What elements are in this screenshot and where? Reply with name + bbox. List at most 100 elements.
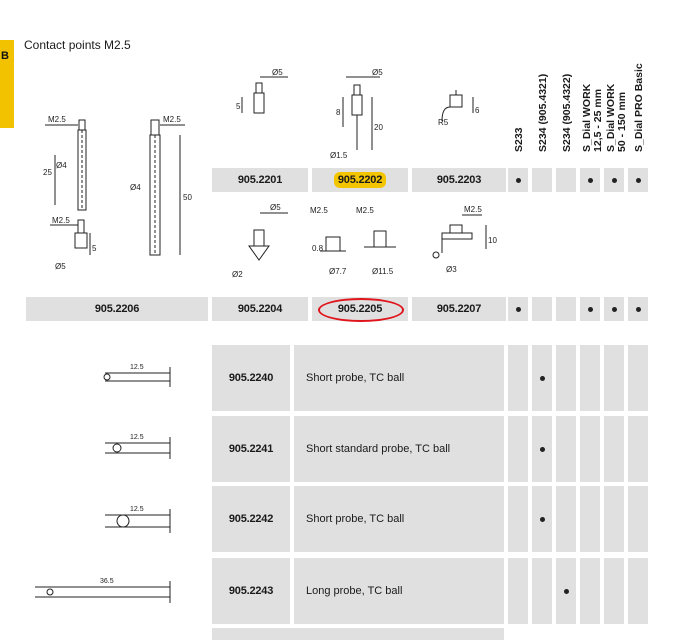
svg-text:Ø5: Ø5 [372, 68, 383, 77]
column-header: S233 [513, 62, 525, 152]
probe-code: 905.2243 [212, 558, 290, 624]
compat-cell [604, 486, 624, 552]
svg-text:50: 50 [183, 193, 192, 202]
compat-cell [532, 168, 552, 192]
compat-cell [580, 297, 600, 321]
compat-cell [556, 558, 576, 624]
technical-drawings-right: R5 6 M2.5 10 Ø3 [432, 90, 497, 274]
svg-text:Ø11.5: Ø11.5 [372, 267, 394, 276]
svg-text:Ø3: Ø3 [446, 265, 457, 274]
svg-text:M2.5: M2.5 [464, 205, 482, 214]
svg-text:M2.5: M2.5 [48, 115, 66, 124]
compat-cell [580, 558, 600, 624]
column-header-text: 50 - 150 mm [616, 91, 628, 152]
compat-cell [604, 345, 624, 411]
svg-text:20: 20 [374, 123, 383, 132]
svg-text:0.8: 0.8 [312, 244, 324, 253]
compat-cell [580, 486, 600, 552]
code-905-2207: 905.2207 [412, 297, 506, 321]
compat-cell [532, 297, 552, 321]
code-905-2202: 905.2202 [312, 168, 408, 192]
svg-text:25: 25 [43, 168, 52, 177]
compat-cell [628, 486, 648, 552]
compat-cell [628, 168, 648, 192]
svg-text:M2.5: M2.5 [52, 216, 70, 225]
technical-drawings: M2.5 M2.5 Ø4 Ø4 25 50 M2.5 Ø5 5 Ø5 5 Ø5 … [43, 68, 396, 279]
compat-dot [635, 177, 641, 183]
compat-cell [556, 416, 576, 482]
probe-drawings: 12.5 12.5 12.5 36.5 [35, 364, 171, 603]
svg-text:Ø7.7: Ø7.7 [329, 267, 347, 276]
compat-dot [515, 177, 521, 183]
column-header-text: S234 (905.4322) [561, 73, 573, 152]
svg-text:5: 5 [92, 244, 97, 253]
compat-cell [556, 486, 576, 552]
svg-text:Ø4: Ø4 [130, 183, 141, 192]
compat-cell [532, 416, 552, 482]
svg-text:6: 6 [475, 106, 480, 115]
compat-cell [628, 345, 648, 411]
compat-dot [611, 177, 617, 183]
svg-text:12.5: 12.5 [130, 434, 144, 441]
compat-dot [611, 306, 617, 312]
compat-dot [539, 375, 545, 381]
probe-code: 905.2242 [212, 486, 290, 552]
probe-code: 905.2240 [212, 345, 290, 411]
compat-cell [628, 297, 648, 321]
probe-description: Short probe, TC ball [294, 486, 504, 552]
compat-cell [556, 168, 576, 192]
compat-dot [587, 306, 593, 312]
compat-cell [508, 297, 528, 321]
compat-cell [508, 345, 528, 411]
compat-cell [628, 558, 648, 624]
code-905-2206: 905.2206 [26, 297, 208, 321]
compat-cell [580, 416, 600, 482]
compat-cell [556, 297, 576, 321]
page-title: Contact points M2.5 [24, 38, 131, 52]
probe-description: Short probe, TC ball [294, 345, 504, 411]
column-header: S234 (905.4322) [561, 62, 573, 152]
highlight-circle [318, 298, 404, 322]
compat-dot [515, 306, 521, 312]
svg-text:Ø5: Ø5 [55, 262, 66, 271]
svg-text:12.5: 12.5 [130, 364, 144, 371]
column-header-text: S_Dial PRO Basic [633, 63, 645, 152]
compat-cell [604, 558, 624, 624]
compat-cell [604, 168, 624, 192]
compat-cell [508, 416, 528, 482]
compat-dot [563, 588, 569, 594]
compat-dot [539, 516, 545, 522]
compat-cell [604, 297, 624, 321]
column-header-text: S234 (905.4321) [537, 73, 549, 152]
column-header-text: 12,5 - 25 mm [592, 88, 604, 152]
svg-text:5: 5 [236, 102, 241, 111]
probe-description: Long probe, TC ball [294, 558, 504, 624]
svg-text:12.5: 12.5 [130, 506, 144, 513]
column-header: S234 (905.4321) [537, 62, 549, 152]
svg-text:Ø5: Ø5 [272, 68, 283, 77]
code-905-2203: 905.2203 [412, 168, 506, 192]
compat-cell [532, 486, 552, 552]
compat-dot [587, 177, 593, 183]
svg-text:Ø1.5: Ø1.5 [330, 151, 348, 160]
probe-row-partial [212, 628, 504, 640]
column-header-text: S233 [513, 127, 525, 152]
compat-cell [580, 168, 600, 192]
compat-dot [635, 306, 641, 312]
compat-cell [508, 486, 528, 552]
code-905-2204: 905.2204 [212, 297, 308, 321]
svg-text:Ø2: Ø2 [232, 270, 243, 279]
svg-text:M2.5: M2.5 [356, 206, 374, 215]
compat-dot [539, 446, 545, 452]
svg-text:Ø5: Ø5 [270, 203, 281, 212]
svg-text:36.5: 36.5 [100, 578, 114, 585]
svg-text:8: 8 [336, 108, 341, 117]
probe-description: Short standard probe, TC ball [294, 416, 504, 482]
section-tab: B [0, 40, 14, 128]
code-905-2201: 905.2201 [212, 168, 308, 192]
compat-cell [532, 345, 552, 411]
compat-cell [508, 558, 528, 624]
compat-cell [628, 416, 648, 482]
